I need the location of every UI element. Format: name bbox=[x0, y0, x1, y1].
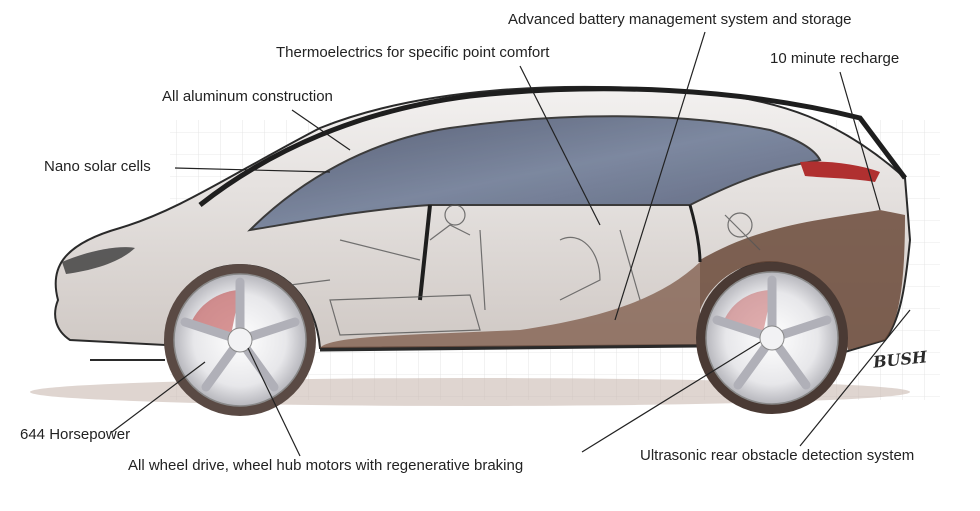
car-body bbox=[54, 85, 912, 361]
rear-wheel bbox=[696, 262, 848, 414]
callout-thermoelectrics: Thermoelectrics for specific point comfo… bbox=[276, 44, 550, 61]
callout-horsepower: 644 Horsepower bbox=[20, 426, 131, 443]
callout-recharge: 10 minute recharge bbox=[770, 50, 900, 67]
callout-ultrasonic: Ultrasonic rear obstacle detection syste… bbox=[640, 447, 915, 464]
front-wheel bbox=[164, 264, 316, 416]
callout-solar: Nano solar cells bbox=[44, 158, 151, 175]
leader-ultra bbox=[799, 309, 911, 447]
callout-awd: All wheel drive, wheel hub motors with r… bbox=[128, 457, 524, 474]
leader-battery bbox=[614, 31, 706, 321]
leader-thermo bbox=[519, 65, 601, 226]
leader-solar bbox=[174, 167, 331, 173]
callout-battery: Advanced battery management system and s… bbox=[508, 11, 852, 28]
leader-awd bbox=[247, 347, 301, 457]
leader-lines bbox=[111, 31, 911, 457]
leader-awd-2 bbox=[581, 341, 761, 453]
leader-recharge bbox=[839, 71, 881, 211]
callout-aluminum: All aluminum construction bbox=[162, 88, 333, 105]
leader-hp bbox=[111, 361, 206, 433]
leader-aluminum bbox=[291, 109, 351, 151]
